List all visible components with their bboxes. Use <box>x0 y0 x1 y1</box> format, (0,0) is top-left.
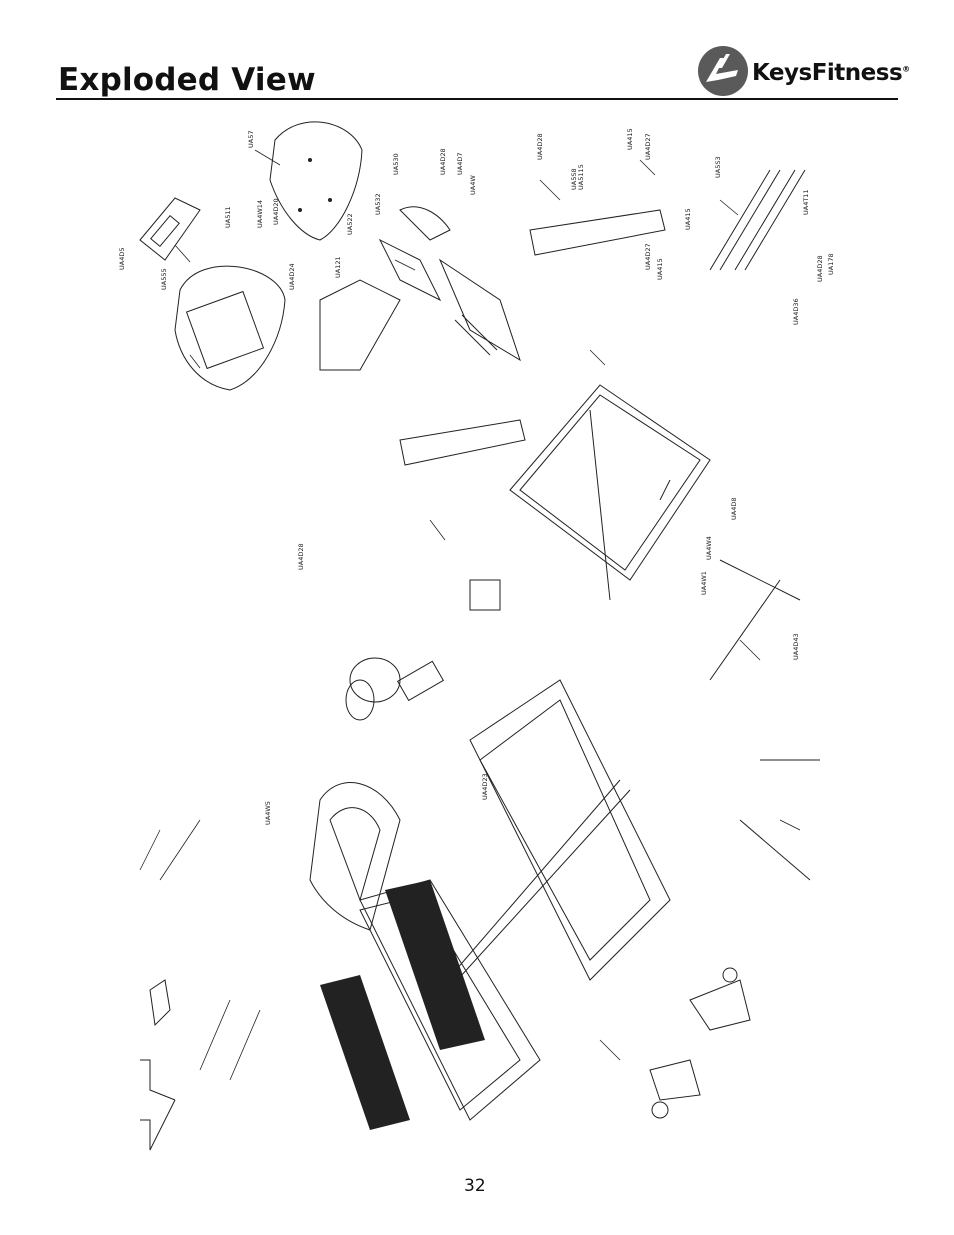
elevation-assembly <box>709 559 820 881</box>
header-rule <box>56 98 898 100</box>
handlebar-assembly <box>319 206 521 371</box>
trademark-mark: ® <box>902 64 910 74</box>
console-hood <box>269 121 363 241</box>
brand-name: KeysFitness® <box>752 60 910 86</box>
callout-label: UA532 <box>374 193 382 215</box>
callout-label: UA511 <box>224 206 232 228</box>
callout-label: UA415 <box>656 258 664 280</box>
callout-label: UA4D7 <box>456 153 464 175</box>
callout-label: UA4D27 <box>644 133 652 160</box>
brand-text: KeysFitness <box>752 60 903 86</box>
callout-label: UA121 <box>334 256 342 278</box>
callout-label: UA4D5 <box>118 248 126 270</box>
callout-label: UA555 <box>160 268 168 290</box>
hardware-sets <box>139 819 261 1081</box>
callout-label: UA4D24 <box>288 263 296 290</box>
page-number: 32 <box>464 1176 486 1196</box>
motor-cover <box>309 782 401 931</box>
part-callouts: UA57 UA511 UA4W14 UA4D20 UA4D24 UA530 UA… <box>118 128 835 905</box>
callout-label: UA4D23 <box>481 773 489 800</box>
callout-label: UA4W14 <box>256 200 264 228</box>
callout-label: UA4W <box>469 175 477 195</box>
callout-label: UA4D28 <box>816 255 824 282</box>
callout-label: UA522 <box>346 213 354 235</box>
page-title: Exploded View <box>58 62 316 98</box>
main-frame <box>429 679 671 1011</box>
callout-label: UA530 <box>392 153 400 175</box>
callout-label: UA178 <box>827 253 835 275</box>
callout-label: UA4D43 <box>792 633 800 660</box>
callout-label: UA4T11 <box>802 189 810 215</box>
callout-label: UA415 <box>684 208 692 230</box>
leader-lines <box>174 149 801 1061</box>
callout-label: UA4D36 <box>792 298 800 325</box>
callout-label: UA533 <box>414 883 422 905</box>
callout-label: UA5S8 <box>570 168 578 190</box>
motor-and-controller <box>345 579 501 721</box>
side-rails <box>399 169 806 466</box>
callout-label: UA4D8 <box>730 498 738 520</box>
callout-label: UA5115 <box>577 164 585 190</box>
console-panel <box>139 197 201 261</box>
rear-foot-caps <box>649 967 751 1119</box>
upright-frame <box>509 384 711 601</box>
tools <box>140 979 176 1151</box>
callout-label: UA415 <box>626 128 634 150</box>
callout-label: UA57 <box>247 131 255 148</box>
callout-label: UA4W1 <box>700 571 708 595</box>
callout-label: UA4D28 <box>536 133 544 160</box>
callout-label: UA4D27 <box>644 243 652 270</box>
callout-label: UA4W4 <box>705 536 713 560</box>
keysfitness-logo <box>698 46 748 96</box>
display-housing <box>174 265 286 391</box>
callout-label: UA4D28 <box>439 148 447 175</box>
callout-label: UA4D20 <box>272 198 280 225</box>
callout-label: UA4W5 <box>264 801 272 825</box>
callout-label: UA4D28 <box>297 543 305 570</box>
callout-label: UA5S3 <box>714 156 722 178</box>
running-deck <box>320 879 541 1130</box>
